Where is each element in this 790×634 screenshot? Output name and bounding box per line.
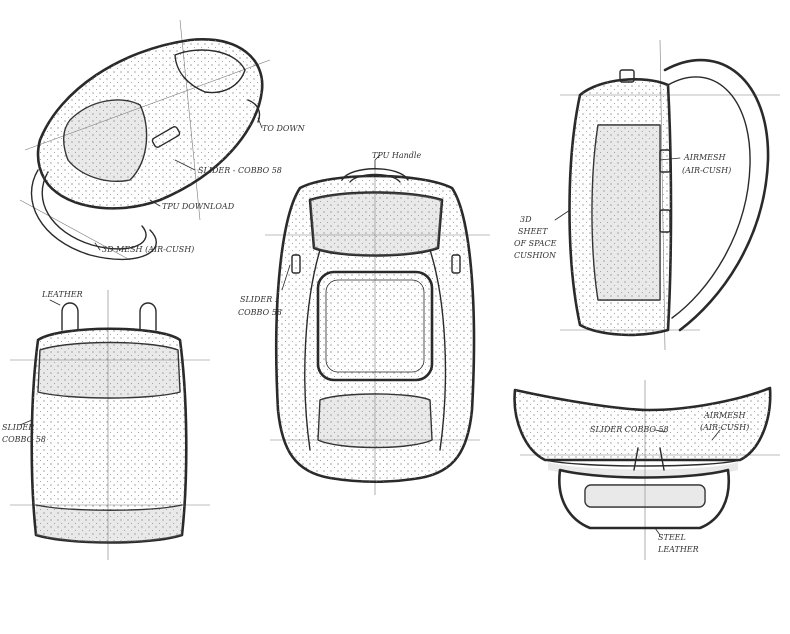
open-view-callout-bottom-2: LEATHER: [657, 545, 699, 554]
back-view-sketch: TPU Handle SLIDER : COBBO 58: [238, 151, 490, 495]
side-view-callout-left-1: 3D: [520, 215, 532, 224]
open-view-callout-bottom-1: STEEL: [658, 533, 686, 542]
front-view-callout-top: LEATHER: [41, 290, 83, 299]
top-view-sketch: TO DOWN SLIDER - COBBO 58 TPU DOWNLOAD 3…: [19, 19, 306, 261]
side-view-callout-right-1: AIRMESH: [683, 153, 726, 162]
side-view-sketch: AIRMESH (AIR-CUSH) 3D SHEET OF SPACE CUS…: [514, 39, 780, 351]
top-view-callout-1: TO DOWN: [262, 124, 306, 133]
front-view-callout-left-1: SLIDER: [2, 423, 34, 432]
front-view-sketch: LEATHER SLIDER COBBO 58: [2, 290, 210, 560]
side-view-callout-left-2: SHEET: [518, 227, 548, 236]
side-view-callout-right-2: (AIR-CUSH): [682, 166, 731, 175]
open-view-callout-mid: SLIDER COBBO 58: [590, 425, 669, 434]
front-view-callout-left-2: COBBO 58: [2, 435, 46, 444]
top-view-callout-3: TPU DOWNLOAD: [162, 202, 235, 211]
open-view-callout-right-2: (AIR-CUSH): [700, 423, 749, 432]
open-view-sketch: SLIDER COBBO 58 AIRMESH (AIR-CUSH) STEEL…: [513, 380, 780, 560]
back-view-callout-side-1: SLIDER :: [240, 295, 278, 304]
top-view-callout-2: SLIDER - COBBO 58: [198, 166, 282, 175]
back-view-callout-top: TPU Handle: [372, 151, 421, 160]
side-view-callout-left-3: OF SPACE: [514, 239, 557, 248]
open-view-callout-right-1: AIRMESH: [703, 411, 746, 420]
top-view-callout-4: 3D MESH (AIR-CUSH): [102, 245, 194, 254]
back-view-callout-side-2: COBBO 58: [238, 308, 282, 317]
side-view-callout-left-4: CUSHION: [514, 251, 557, 260]
